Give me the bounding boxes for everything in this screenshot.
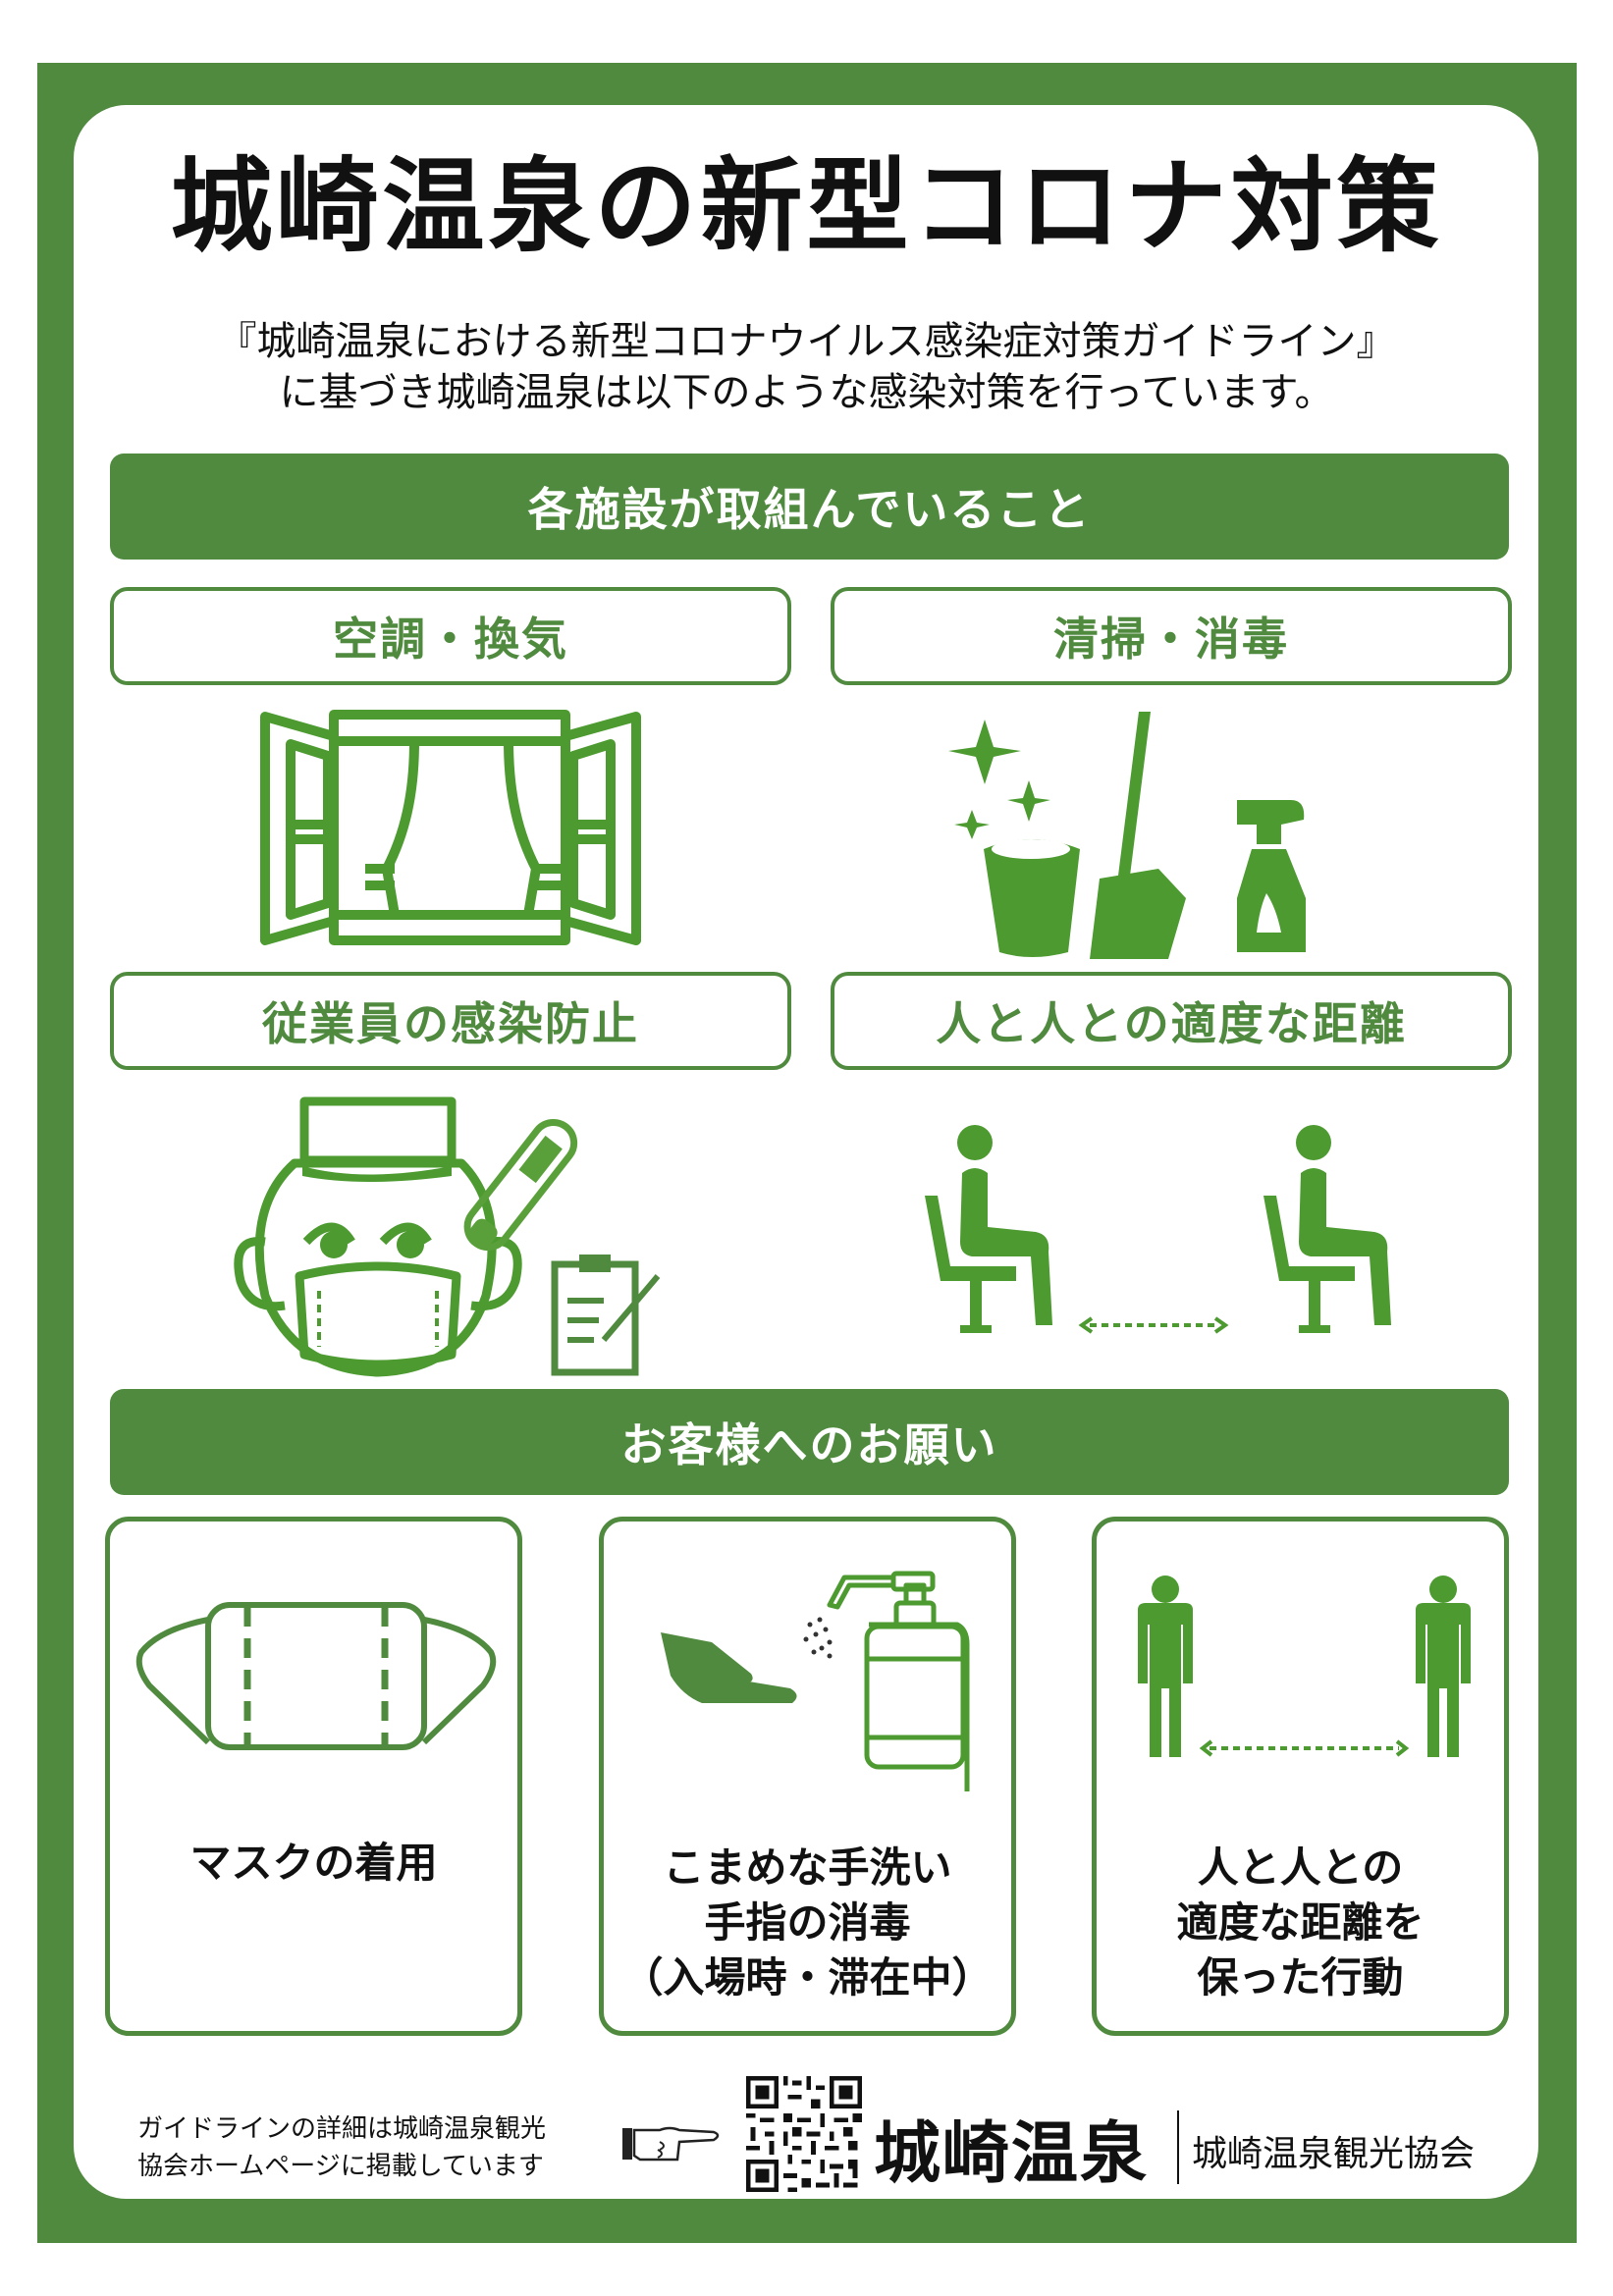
kinosaki-onsen-logo: 城崎温泉: [874, 2114, 1150, 2193]
footer-guideline-note: ガイドラインの詳細は城崎温泉観光 協会ホームページに掲載しています: [137, 2110, 546, 2185]
subtitle-line-2: に基づき城崎温泉は以下のような感染対策を行っています。: [279, 370, 1334, 415]
card-text-mask: マスクの着用: [110, 1836, 517, 1891]
card-line: 人と人との: [1197, 1843, 1404, 1892]
open-window-icon: [260, 710, 641, 945]
card-text-distance: 人と人との 適度な距離を 保った行動: [1097, 1841, 1504, 2005]
hand-sanitizer-icon: [661, 1571, 970, 1791]
card-line: 保った行動: [1197, 1953, 1404, 2002]
page-title: 城崎温泉の新型コロナ対策: [170, 146, 1443, 266]
tourism-association-name: 城崎温泉観光協会: [1192, 2134, 1476, 2174]
guest-card-mask: マスクの着用: [105, 1517, 522, 2036]
card-line: 手指の消毒: [704, 1898, 911, 1947]
card-line: マスクの着用: [189, 1839, 438, 1887]
subtitle-line-1: 『城崎温泉における新型コロナウイルス感染症対策ガイドライン』: [217, 319, 1396, 364]
label-social-distance: 人と人との適度な距離: [831, 972, 1512, 1070]
card-text-handwash: こまめな手洗い 手指の消毒 （入場時・滞在中）: [604, 1841, 1011, 2005]
card-line: こまめな手洗い: [663, 1843, 952, 1892]
cleaning-supplies-icon: [948, 712, 1306, 959]
label-cleaning: 清掃・消毒: [831, 587, 1512, 685]
standing-distance-icon: [1138, 1575, 1471, 1757]
face-mask-icon: [135, 1602, 497, 1750]
pointing-hand-icon: [622, 2126, 720, 2162]
page-subtitle: 『城崎温泉における新型コロナウイルス感染症対策ガイドライン』 に基づき城崎温泉は…: [0, 316, 1613, 418]
guest-section-heading: お客様へのお願い: [110, 1389, 1509, 1495]
qr-code-icon[interactable]: [746, 2074, 862, 2194]
note-line-2: 協会ホームページに掲載しています: [137, 2152, 544, 2181]
facility-section-heading: 各施設が取組んでいること: [110, 454, 1509, 560]
card-line: （入場時・滞在中）: [621, 1953, 994, 2002]
guest-card-distance: 人と人との 適度な距離を 保った行動: [1092, 1517, 1509, 2036]
note-line-1: ガイドラインの詳細は城崎温泉観光: [137, 2114, 547, 2144]
seated-distance-icon: [925, 1125, 1391, 1334]
label-ventilation: 空調・換気: [110, 587, 791, 685]
guest-card-handwash: こまめな手洗い 手指の消毒 （入場時・滞在中）: [599, 1517, 1016, 2036]
label-staff-infection-prevention: 従業員の感染防止: [110, 972, 791, 1070]
masked-staff-icon: [234, 1096, 661, 1377]
card-line: 適度な距離を: [1176, 1898, 1425, 1947]
footer-divider: [1177, 2110, 1179, 2184]
